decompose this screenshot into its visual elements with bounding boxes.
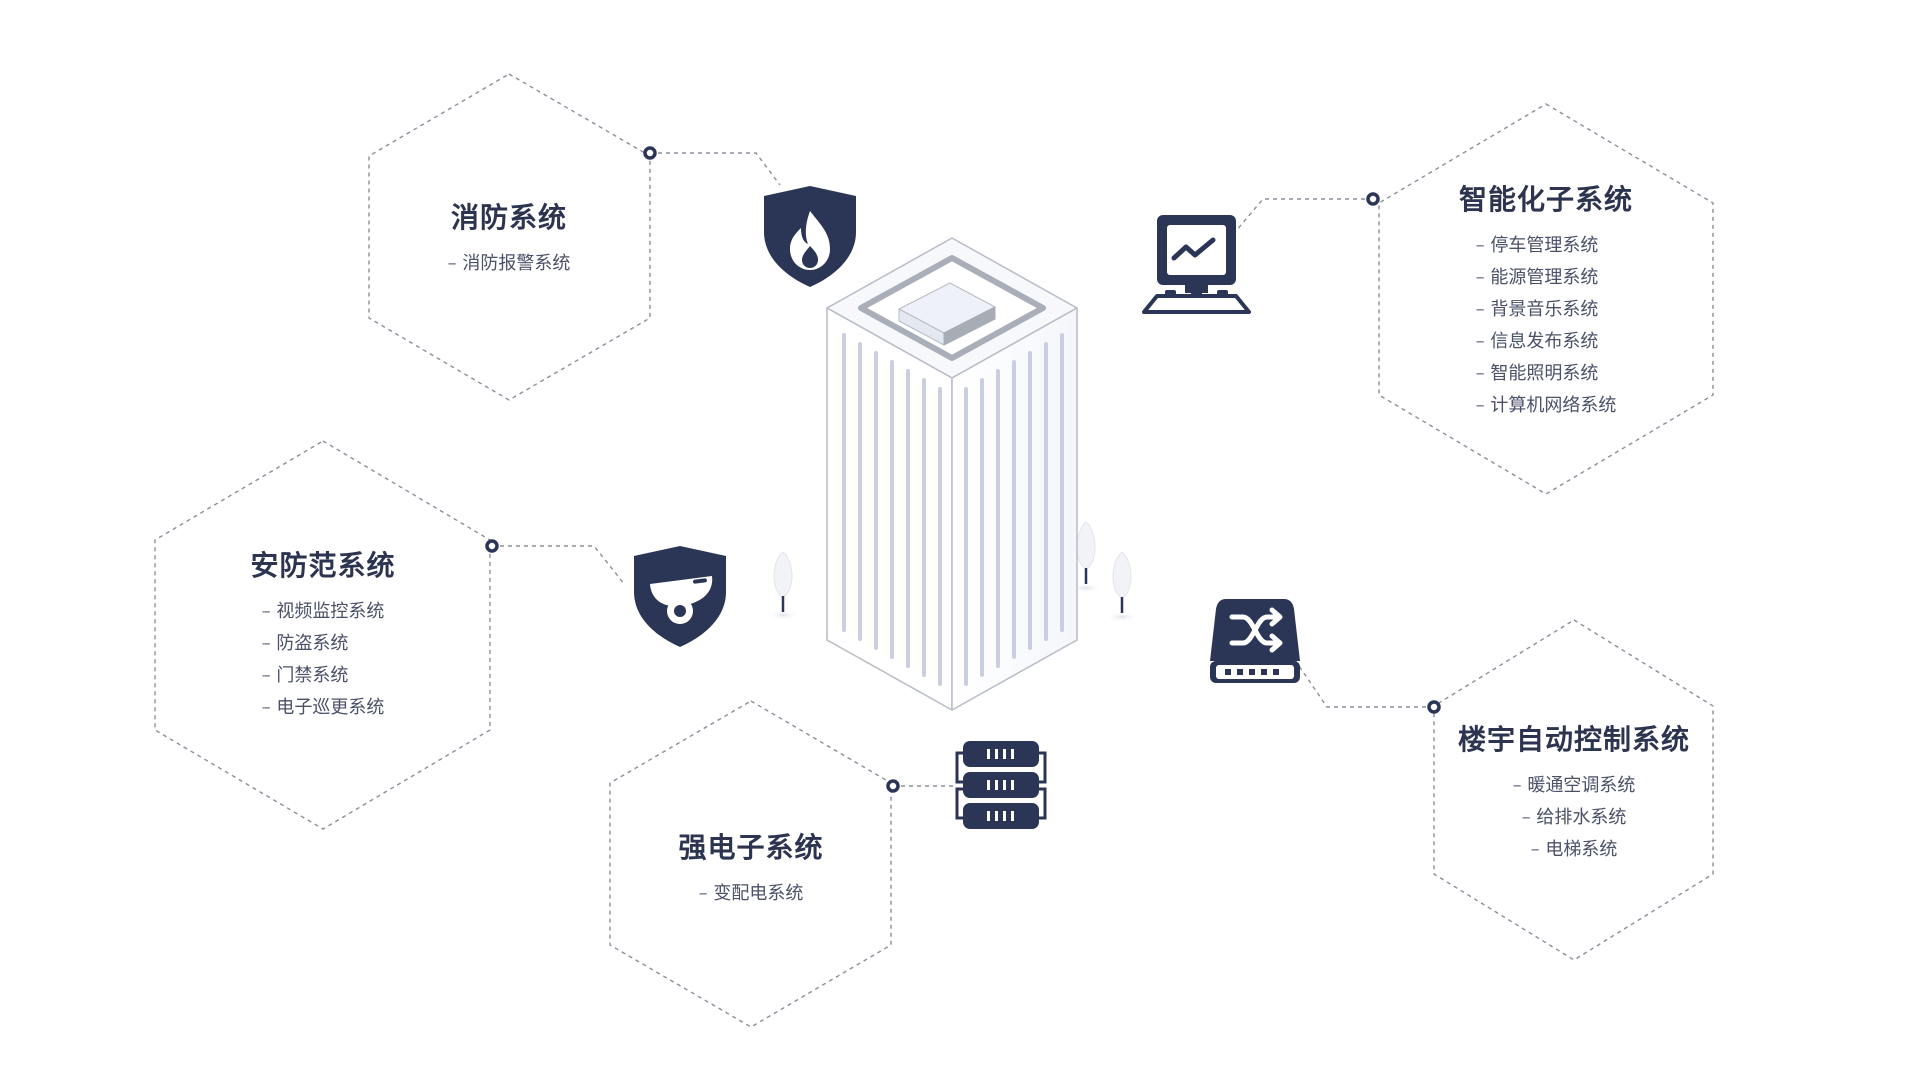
list-item: 给排水系统 [1458, 802, 1690, 834]
group-items: 变配电系统 [678, 878, 823, 910]
connector-dot-smart [1366, 192, 1380, 206]
group-power: 强电子系统 变配电系统 [678, 826, 823, 910]
connector-dot-power [886, 779, 900, 793]
list-item: 停车管理系统 [1476, 230, 1617, 262]
group-building-auto: 楼宇自动控制系统 暖通空调系统 给排水系统 电梯系统 [1458, 718, 1690, 866]
list-item: 暖通空调系统 [1458, 770, 1690, 802]
group-security: 安防范系统 视频监控系统 防盗系统 门禁系统 电子巡更系统 [250, 544, 395, 724]
tree-right-1 [1070, 521, 1102, 593]
list-item: 电梯系统 [1458, 834, 1690, 866]
group-items: 暖通空调系统 给排水系统 电梯系统 [1458, 770, 1690, 866]
hexagon-smart [1378, 103, 1714, 495]
connector-fire [650, 152, 781, 186]
computer-monitor-icon [1142, 215, 1251, 314]
group-title: 安防范系统 [250, 549, 396, 582]
fire-shield-icon [764, 186, 856, 287]
camera-shield-icon [634, 546, 726, 647]
connector-dot-security [485, 539, 499, 553]
list-item: 视频监控系统 [262, 596, 384, 628]
building-right-stripes [964, 333, 1064, 686]
server-rack-icon [955, 741, 1047, 829]
list-item: 防盗系统 [262, 628, 385, 660]
tree-left [767, 551, 799, 620]
group-items: 消防报警系统 [448, 248, 570, 280]
list-item: 计算机网络系统 [1476, 390, 1616, 422]
list-item: 变配电系统 [678, 878, 823, 910]
connector-building-auto [1294, 659, 1434, 708]
group-title: 智能化子系统 [1458, 183, 1634, 216]
network-switch-icon [1210, 599, 1300, 683]
connector-dot-building-auto [1427, 700, 1441, 714]
group-fire: 消防系统 消防报警系统 [448, 196, 570, 280]
list-item: 消防报警系统 [448, 248, 570, 280]
list-item: 背景音乐系统 [1476, 294, 1617, 326]
building-illustration [826, 237, 1078, 711]
connector-security [492, 545, 626, 586]
connector-dot-fire [643, 146, 657, 160]
group-title: 强电子系统 [678, 831, 824, 864]
group-smart: 智能化子系统 停车管理系统 能源管理系统 背景音乐系统 信息发布系统 智能照明系… [1459, 178, 1633, 422]
list-item: 信息发布系统 [1476, 326, 1617, 358]
group-title: 消防系统 [450, 201, 568, 234]
list-item: 门禁系统 [262, 660, 385, 692]
list-item: 电子巡更系统 [262, 692, 384, 724]
list-item: 能源管理系统 [1476, 262, 1617, 294]
tree-right-2 [1106, 551, 1138, 622]
group-items: 停车管理系统 能源管理系统 背景音乐系统 信息发布系统 智能照明系统 计算机网络… [1476, 230, 1617, 422]
connector-smart [1229, 198, 1373, 239]
building-left-stripes [842, 333, 942, 686]
group-title: 楼宇自动控制系统 [1457, 723, 1691, 756]
list-item: 智能照明系统 [1476, 358, 1617, 390]
group-items: 视频监控系统 防盗系统 门禁系统 电子巡更系统 [262, 596, 385, 724]
